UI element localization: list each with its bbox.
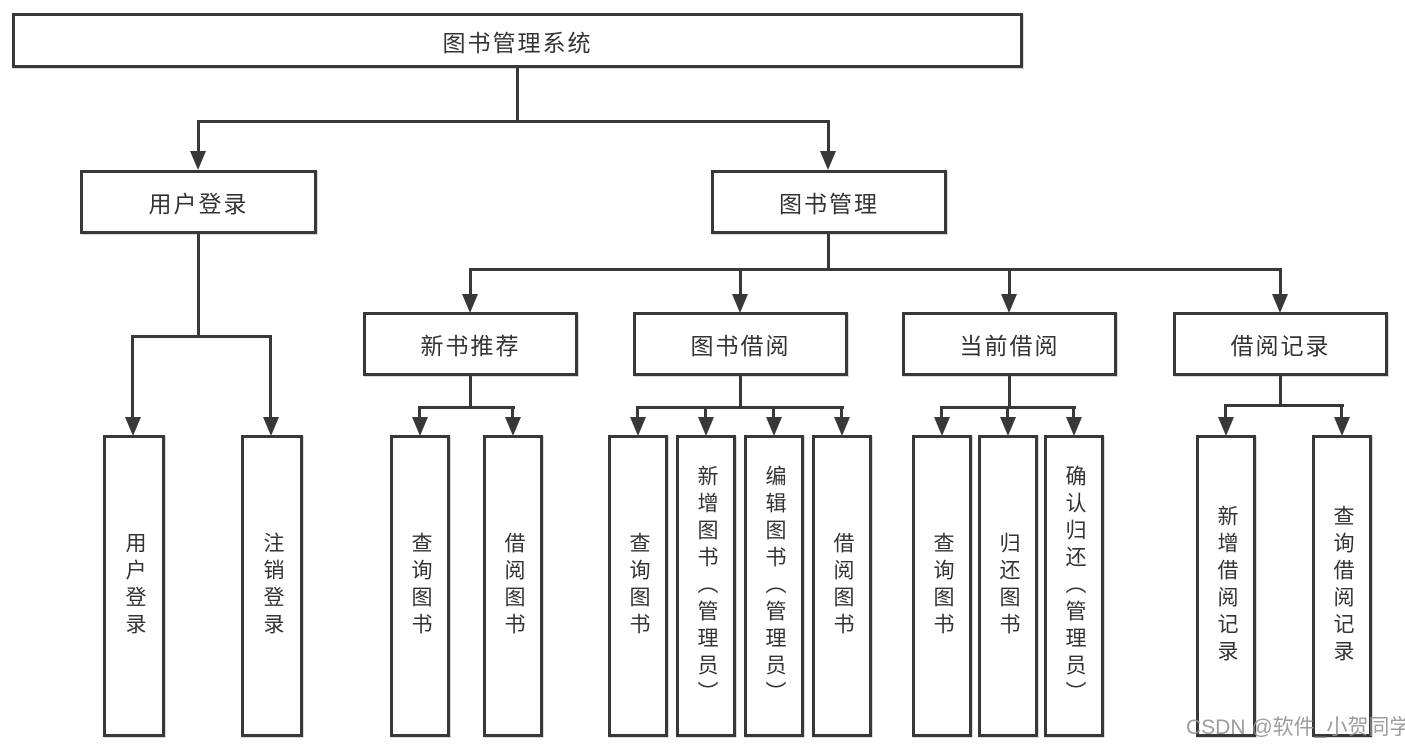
csdn-watermark: CSDN @软件_小贺同学 <box>1186 716 1405 739</box>
node-label: 查询图书 <box>931 532 954 640</box>
node-label: 新增图书（管理员） <box>695 464 718 708</box>
arrow-down-icon <box>820 151 836 170</box>
arrow-down-icon <box>1066 417 1082 436</box>
node-label: 新增借阅记录 <box>1215 505 1238 667</box>
node-label: 图书借阅 <box>690 333 791 359</box>
leaf-user-login: 用户登录 <box>103 435 165 737</box>
connector-userlogin-drop-2 <box>269 335 272 419</box>
node-borrow-records: 借阅记录 <box>1173 312 1388 376</box>
connector-newbook-drop-1 <box>418 406 421 419</box>
leaf-logout: 注销登录 <box>241 435 303 737</box>
leaf-return-book: 归还图书 <box>978 435 1038 737</box>
connector-records-hbar <box>1224 404 1344 407</box>
arrow-down-icon <box>190 151 206 170</box>
arrow-down-icon <box>766 417 782 436</box>
node-label: 确认归还（管理员） <box>1063 464 1086 708</box>
connector-root-drop-left <box>197 120 200 153</box>
leaf-borrow-book-recommend: 借阅图书 <box>483 435 543 737</box>
connector-root-hbar <box>197 120 830 123</box>
node-user-login: 用户登录 <box>80 170 317 234</box>
arrow-down-icon <box>1000 417 1016 436</box>
connector-userlogin-hbar <box>131 335 272 338</box>
connector-current-drop-2 <box>1006 406 1009 419</box>
connector-bookmgmt-hbar <box>469 268 1282 271</box>
connector-bookmgmt-drop-4 <box>1279 268 1282 296</box>
connector-newbook-drop-2 <box>511 406 514 419</box>
connector-root-drop-right <box>827 120 830 153</box>
arrow-down-icon <box>1218 417 1234 436</box>
arrow-down-icon <box>1334 417 1350 436</box>
leaf-query-book-current: 查询图书 <box>912 435 972 737</box>
leaf-query-borrow-record: 查询借阅记录 <box>1312 435 1372 737</box>
arrow-down-icon <box>412 417 428 436</box>
connector-borrow-hbar <box>636 406 844 409</box>
connector-borrow-drop-1 <box>636 406 639 419</box>
connector-userlogin-stem <box>197 234 200 337</box>
node-label: 注销登录 <box>261 532 284 640</box>
connector-current-drop-3 <box>1072 406 1075 419</box>
leaf-add-borrow-record: 新增借阅记录 <box>1196 435 1256 737</box>
node-book-management: 图书管理 <box>711 170 947 234</box>
leaf-borrow-book: 借阅图书 <box>812 435 872 737</box>
node-label: 查询借阅记录 <box>1331 505 1354 667</box>
node-label: 图书管理 <box>779 191 879 217</box>
node-book-borrow: 图书借阅 <box>633 312 848 376</box>
arrow-down-icon <box>125 417 141 436</box>
connector-records-drop-1 <box>1224 404 1227 419</box>
leaf-confirm-return-admin: 确认归还（管理员） <box>1044 435 1104 737</box>
arrow-down-icon <box>462 294 478 313</box>
arrow-down-icon <box>505 417 521 436</box>
arrow-down-icon <box>732 294 748 313</box>
leaf-query-book-recommend: 查询图书 <box>390 435 450 737</box>
arrow-down-icon <box>1272 294 1288 313</box>
arrow-down-icon <box>834 417 850 436</box>
connector-borrow-stem <box>739 376 742 409</box>
connector-newbook-hbar <box>418 406 515 409</box>
node-root: 图书管理系统 <box>12 13 1023 68</box>
connector-bookmgmt-drop-2 <box>739 268 742 296</box>
connector-root-stem <box>516 68 519 123</box>
node-label: 当前借阅 <box>959 333 1060 359</box>
connector-bookmgmt-drop-3 <box>1008 268 1011 296</box>
leaf-add-book-admin: 新增图书（管理员） <box>676 435 736 737</box>
connector-bookmgmt-drop-1 <box>469 268 472 296</box>
arrow-down-icon <box>263 417 279 436</box>
arrow-down-icon <box>698 417 714 436</box>
node-label: 编辑图书（管理员） <box>763 464 786 708</box>
connector-records-drop-2 <box>1340 404 1343 419</box>
node-label: 新书推荐 <box>420 333 521 359</box>
node-label: 归还图书 <box>997 532 1020 640</box>
arrow-down-icon <box>1001 294 1017 313</box>
connector-newbook-stem <box>469 376 472 409</box>
connector-bookmgmt-stem <box>827 234 830 271</box>
arrow-down-icon <box>630 417 646 436</box>
connector-borrow-drop-3 <box>772 406 775 419</box>
node-current-borrow: 当前借阅 <box>902 312 1117 376</box>
node-label: 查询图书 <box>409 532 432 640</box>
arrow-down-icon <box>934 417 950 436</box>
node-new-book-recommend: 新书推荐 <box>363 312 578 376</box>
node-label: 用户登录 <box>123 532 146 640</box>
node-label: 用户登录 <box>148 191 249 217</box>
node-label: 借阅记录 <box>1230 333 1331 359</box>
connector-current-stem <box>1008 376 1011 409</box>
leaf-query-book-borrow: 查询图书 <box>608 435 668 737</box>
node-label: 借阅图书 <box>502 532 525 640</box>
connector-borrow-drop-2 <box>704 406 707 419</box>
connector-borrow-drop-4 <box>840 406 843 419</box>
node-label: 借阅图书 <box>831 532 854 640</box>
leaf-edit-book-admin: 编辑图书（管理员） <box>744 435 804 737</box>
connector-records-stem <box>1279 376 1282 407</box>
connector-userlogin-drop-1 <box>131 335 134 419</box>
node-label: 查询图书 <box>627 532 650 640</box>
node-label: 图书管理系统 <box>442 29 593 56</box>
connector-current-drop-1 <box>940 406 943 419</box>
